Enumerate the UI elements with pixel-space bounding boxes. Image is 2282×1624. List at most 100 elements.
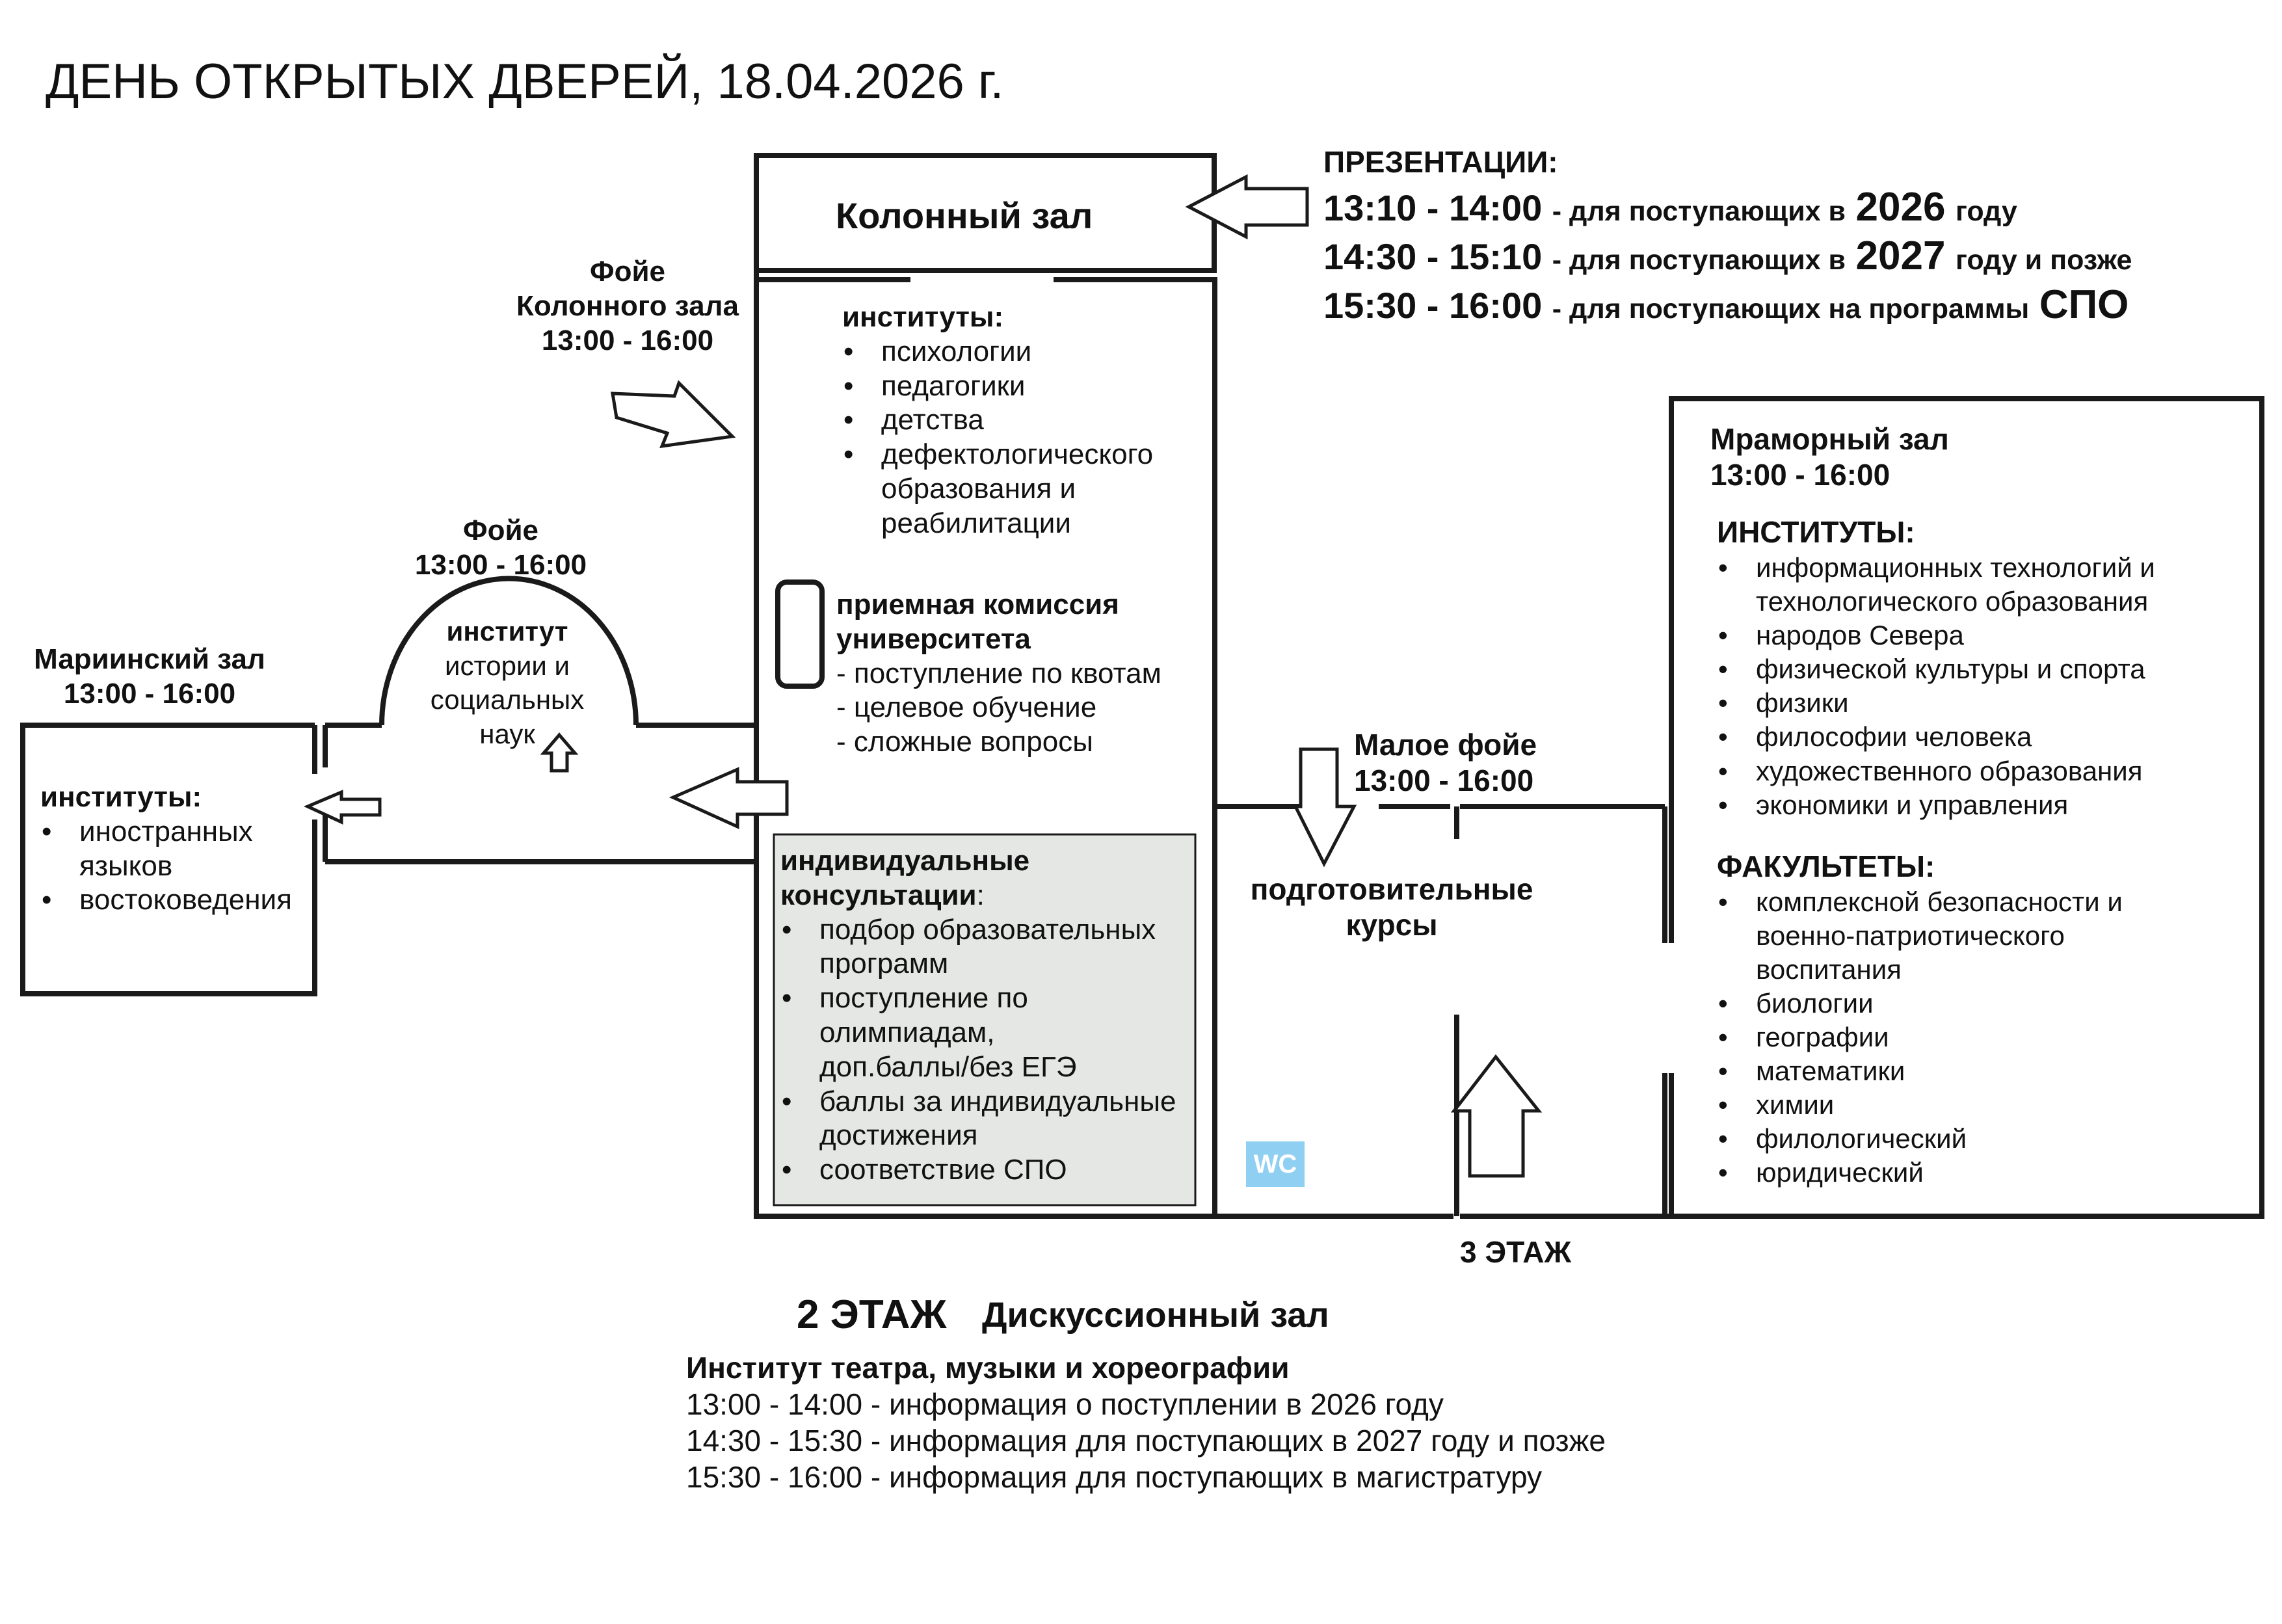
arrow-into-kolonny-foyer [611, 380, 736, 449]
presentation-year: 2027 [1855, 233, 1946, 278]
mariinsky-hall-outline [20, 723, 317, 996]
arrow-down-into-prep [1292, 747, 1357, 868]
arrow-left-to-kolonny-hall [1185, 174, 1309, 240]
arrow-up-small [540, 732, 579, 773]
marble-institutes-heading: ИНСТИТУТЫ: [1717, 515, 1915, 549]
kolonny-foyer-label: Фойе Колонного зала 13:00 - 16:00 [475, 255, 780, 358]
list-item-cont: языков [79, 849, 173, 882]
mariinsky-time: 13:00 - 16:00 [63, 677, 236, 710]
marble-time: 13:00 - 16:00 [1710, 458, 1891, 492]
foyer-name: Фойе [463, 514, 538, 546]
wc-sign [1246, 1141, 1305, 1187]
marble-label: Мраморный зал 13:00 - 16:00 [1710, 421, 1949, 493]
wc-label: WC [1253, 1150, 1297, 1178]
kolonny-institutes: институты: психологии педагогики детства… [842, 300, 1153, 541]
foyer-outline [323, 723, 759, 864]
list-item: иностранных [40, 815, 292, 849]
discussion-institute: Институт театра, музыки и хореографии [686, 1351, 1290, 1385]
list-item: химии [1717, 1088, 2155, 1122]
list-item-cont: образования и [881, 472, 1076, 505]
presentation-text: - для поступающих в [1552, 245, 1846, 276]
arrow-to-mariinsky-hall [303, 790, 382, 825]
prep-courses-label: подготовительные курсы [1223, 872, 1561, 943]
admission-item: - целевое обучение [836, 691, 1097, 724]
presentation-suffix: году и позже [1956, 245, 2132, 276]
small-foyer-label: Малое фойе 13:00 - 16:00 [1354, 727, 1537, 799]
list-item: детства [842, 403, 1153, 438]
list-item: соответствие СПО [780, 1153, 1176, 1188]
list-item: математики [1717, 1054, 2155, 1088]
list-item: психологии [842, 335, 1153, 369]
kolonny-foyer-line2: Колонного зала [516, 289, 739, 322]
presentation-time: 13:10 - 14:00 [1323, 187, 1543, 228]
presentation-time: 15:30 - 16:00 [1323, 285, 1543, 326]
discussion-row: 13:00 - 14:00 - информация о поступлении… [686, 1387, 1444, 1422]
list-item: юридический [1717, 1156, 2155, 1190]
discussion-row: 14:30 - 15:30 - информация для поступающ… [686, 1424, 1606, 1458]
list-item-cont: достижения [819, 1119, 978, 1152]
admission-item: - сложные вопросы [836, 726, 1093, 758]
list-item: комплексной безопасности и [1717, 885, 2155, 919]
consultations-title-2: консультации [780, 879, 977, 911]
arrow-up-from-3rd-floor [1450, 1054, 1543, 1178]
list-item: баллы за индивидуальные [780, 1085, 1176, 1119]
admission-desk [775, 579, 825, 689]
discussion-hall-name: Дискуссионный зал [982, 1296, 1329, 1335]
presentation-row: 14:30 - 15:10 - для поступающих в 2027 г… [1323, 232, 2132, 280]
small-foyer-time: 13:00 - 16:00 [1354, 764, 1534, 798]
list-item: подбор образовательных [780, 913, 1176, 948]
list-item: философии человека [1717, 720, 2155, 754]
kolonny-institutes-heading: институты: [842, 301, 1004, 333]
foyer-institute-4: наук [479, 718, 535, 749]
consultation-area [773, 833, 1197, 1206]
marble-hall-outline [1669, 396, 2264, 1219]
marble-content: ИНСТИТУТЫ: информационных технологий и т… [1717, 514, 2155, 1190]
list-item-cont: воспитания [1756, 953, 1902, 985]
list-item: информационных технологий и [1717, 551, 2155, 585]
prep-courses-2: курсы [1346, 908, 1438, 942]
presentation-row: 13:10 - 14:00 - для поступающих в 2026 г… [1323, 183, 2017, 232]
mariinsky-institutes: институты: иностранных языков востоковед… [40, 780, 292, 918]
foyer-time: 13:00 - 16:00 [414, 548, 587, 581]
presentations-heading: ПРЕЗЕНТАЦИИ: [1323, 145, 1558, 179]
mariinsky-name: Мариинский зал [34, 643, 265, 675]
list-item: народов Севера [1717, 619, 2155, 652]
consultations-colon: : [976, 879, 985, 911]
prep-courses-1: подготовительные [1250, 872, 1533, 906]
consultations-block: индивидуальные консультации: подбор обра… [780, 844, 1176, 1188]
small-foyer-name: Малое фойе [1354, 728, 1537, 762]
marble-faculties-heading: ФАКУЛЬТЕТЫ: [1717, 849, 1935, 883]
list-item-cont: военно-патриотического [1756, 920, 2065, 951]
list-item: географии [1717, 1020, 2155, 1054]
list-item: физической культуры и спорта [1717, 652, 2155, 686]
presentation-time: 14:30 - 15:10 [1323, 236, 1543, 277]
list-item: поступление по [780, 981, 1176, 1016]
list-item: физики [1717, 686, 2155, 720]
floor-2-label: 2 ЭТАЖ [797, 1292, 947, 1337]
list-item-cont: доп.баллы/без ЕГЭ [819, 1050, 1077, 1083]
kolonny-foyer-line1: Фойе [590, 256, 665, 287]
list-item: экономики и управления [1717, 788, 2155, 822]
list-item: художественного образования [1717, 754, 2155, 788]
admission-item: - поступление по квотам [836, 657, 1161, 689]
consultations-title-1: индивидуальные [780, 845, 1030, 877]
foyer-label: Фойе 13:00 - 16:00 [371, 514, 631, 583]
foyer-institute-2: истории и [445, 650, 570, 681]
arrow-to-foyer [669, 767, 789, 829]
list-item-cont: реабилитации [881, 507, 1071, 539]
foyer-institute: институт истории и социальных наук [390, 615, 624, 751]
list-item-cont: технологического образования [1756, 586, 2149, 617]
discussion-row: 15:30 - 16:00 - информация для поступающ… [686, 1460, 1543, 1495]
admission-title-2: университета [836, 622, 1031, 655]
presentation-row: 15:30 - 16:00 - для поступающих на прогр… [1323, 281, 2129, 329]
admission-title-1: приемная комиссия [836, 589, 1119, 620]
list-item: педагогики [842, 369, 1153, 404]
foyer-institute-3: социальных [430, 684, 585, 715]
presentation-suffix: году [1956, 196, 2017, 227]
presentation-year: СПО [2039, 282, 2129, 327]
list-item: востоковедения [40, 883, 292, 918]
discussion-schedule: Институт театра, музыки и хореографии 13… [686, 1350, 1606, 1495]
page-title: ДЕНЬ ОТКРЫТЫХ ДВЕРЕЙ, 18.04.2026 г. [46, 54, 1004, 109]
list-item: дефектологического [842, 438, 1153, 472]
